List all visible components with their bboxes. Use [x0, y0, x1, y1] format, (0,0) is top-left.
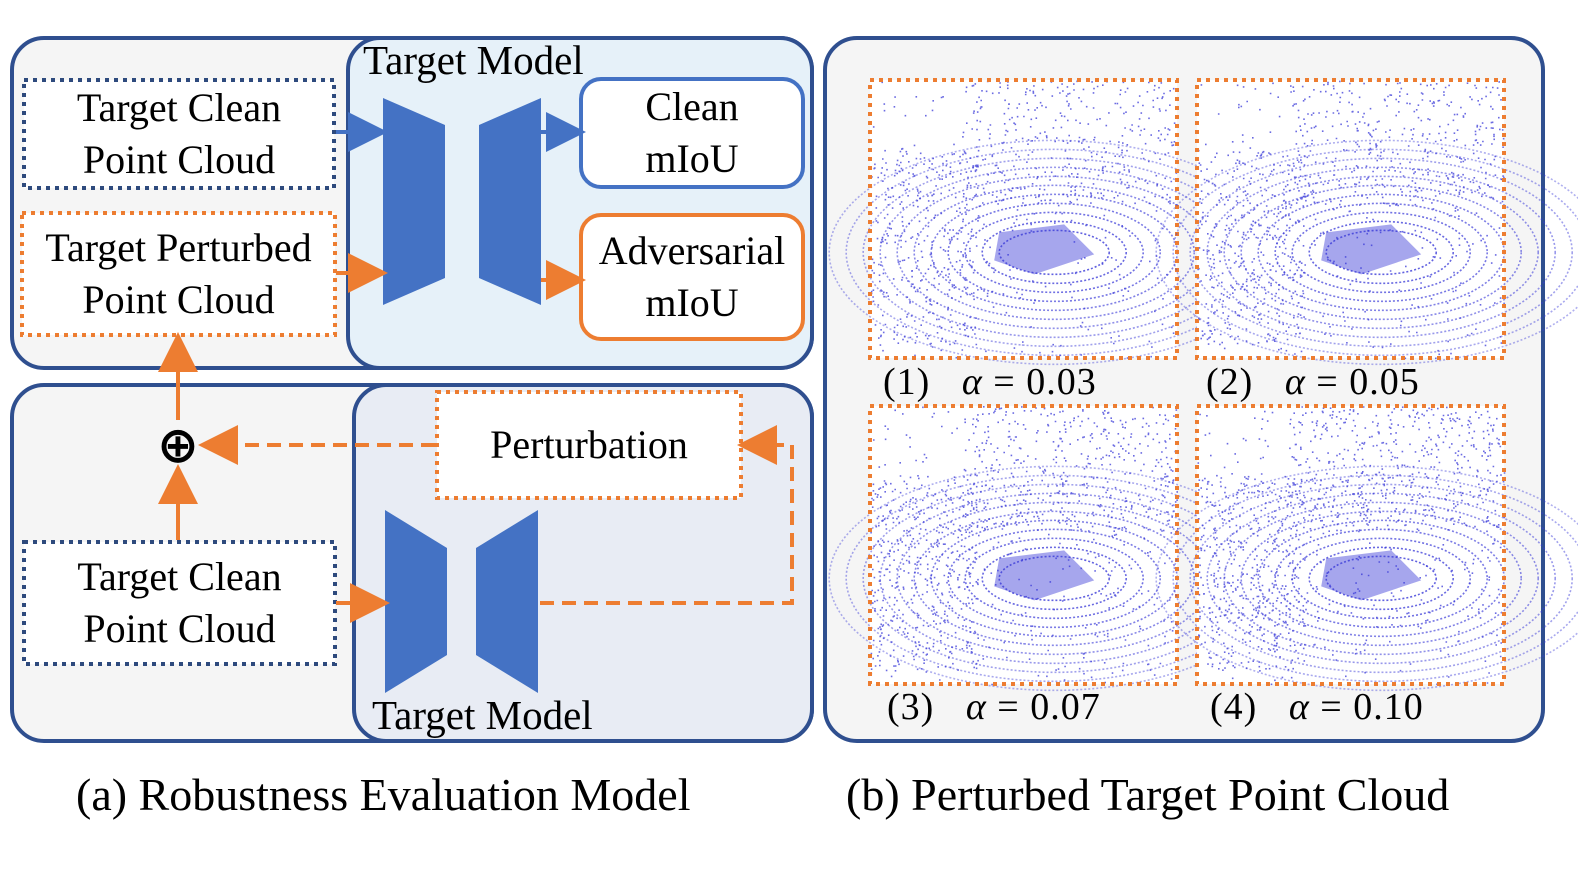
- scan-ring: [1155, 465, 1578, 692]
- bottom-model-label: Target Model: [372, 692, 593, 739]
- clean-miou-label: Clean mIoU: [581, 79, 803, 187]
- scan-ring: [1155, 139, 1578, 366]
- point-cloud-vehicle-cluster: [994, 550, 1095, 601]
- point-cloud-background: [1197, 406, 1504, 684]
- point-cloud-points: [870, 406, 1179, 686]
- alpha-index-3: (3): [887, 686, 935, 728]
- alpha-symbol-2: α: [1284, 361, 1306, 403]
- scan-ring: [1172, 148, 1578, 357]
- point-cloud-frame: [868, 78, 1179, 360]
- add-operator-symbol: ⊕: [157, 415, 199, 474]
- alpha-symbol-4: α: [1288, 686, 1310, 728]
- caption-panel-b: (b) Perturbed Target Point Cloud: [846, 769, 1450, 820]
- scan-ring: [1206, 492, 1556, 665]
- scan-ring: [964, 211, 1144, 294]
- alpha-symbol-3: α: [965, 686, 987, 728]
- alpha-eq-3: =: [997, 686, 1020, 728]
- scan-ring: [1291, 211, 1471, 294]
- alpha-eq-4: =: [1320, 686, 1343, 728]
- caption-panel-a: (a) Robustness Evaluation Model: [76, 769, 691, 820]
- alpha-symbol-1: α: [961, 361, 983, 403]
- top-perturbed-input-line1: Target Perturbed: [45, 225, 312, 270]
- scan-ring: [1325, 555, 1437, 602]
- scan-ring: [998, 229, 1110, 276]
- clean-miou-line1: Clean: [645, 84, 739, 129]
- alpha-value-2: 0.05: [1349, 361, 1420, 403]
- point-cloud-background: [870, 406, 1177, 684]
- alpha-value-1: 0.03: [1026, 361, 1097, 403]
- scan-ring: [1189, 157, 1573, 348]
- scan-ring: [1291, 537, 1471, 620]
- point-cloud-background: [1197, 80, 1504, 358]
- point-cloud-image-2: [1155, 78, 1578, 366]
- scan-ring: [947, 202, 1161, 303]
- perturbation-label: Perturbation: [490, 422, 688, 467]
- alpha-index-2: (2): [1206, 361, 1254, 403]
- scan-ring: [1223, 175, 1539, 330]
- adversarial-miou-label: Adversarial mIoU: [581, 215, 803, 339]
- scan-ring: [947, 528, 1161, 629]
- top-decoder-shape: [479, 98, 541, 305]
- point-cloud-background: [870, 80, 1177, 358]
- point-cloud-frame: [1195, 404, 1506, 686]
- point-cloud-vehicle-cluster: [994, 224, 1095, 275]
- bottom-clean-input-line1: Target Clean: [77, 554, 282, 599]
- bottom-clean-input-box: [22, 540, 337, 666]
- point-cloud-image-3: [828, 404, 1280, 692]
- point-cloud-frame: [868, 404, 1179, 686]
- adversarial-miou-line1: Adversarial: [598, 228, 786, 273]
- scan-ring: [1308, 546, 1454, 611]
- point-cloud-image-4: [1155, 404, 1578, 692]
- alpha-value-4: 0.10: [1353, 686, 1424, 728]
- bottom-clean-input-line2: Point Cloud: [83, 606, 276, 651]
- scan-ring: [1325, 229, 1437, 276]
- scan-ring: [1189, 483, 1573, 674]
- perturbation-box: [435, 390, 743, 500]
- bottom-decoder-shape: [476, 510, 538, 693]
- scan-ring: [1308, 220, 1454, 285]
- top-clean-input-line1: Target Clean: [76, 85, 282, 130]
- bottom-clean-input-label: Target Clean Point Cloud: [24, 542, 335, 664]
- alpha-caption-3: (3) α = 0.07: [887, 685, 1101, 729]
- alpha-index-1: (1): [883, 361, 931, 403]
- top-model-label: Target Model: [363, 37, 584, 84]
- alpha-index-4: (4): [1210, 686, 1258, 728]
- point-cloud-vehicle-cluster: [1321, 224, 1422, 275]
- scan-ring: [913, 510, 1195, 647]
- clean-miou-line2: mIoU: [645, 136, 739, 181]
- scan-ring: [913, 184, 1195, 321]
- scan-ring: [1206, 166, 1556, 339]
- scan-ring: [998, 555, 1110, 602]
- top-perturbed-input-label: Target Perturbed Point Cloud: [22, 213, 335, 335]
- scan-ring: [1274, 202, 1488, 303]
- scan-ring: [1240, 510, 1522, 647]
- alpha-caption-1: (1) α = 0.03: [883, 360, 1097, 404]
- scan-ring: [981, 220, 1127, 285]
- top-clean-input-label: Target Clean Point Cloud: [24, 80, 334, 188]
- scan-ring: [1240, 184, 1522, 321]
- bottom-encoder-shape: [385, 510, 447, 693]
- alpha-eq-2: =: [1316, 361, 1339, 403]
- point-cloud-frame: [1195, 78, 1506, 360]
- alpha-eq-1: =: [993, 361, 1016, 403]
- top-clean-input-line2: Point Cloud: [82, 137, 276, 182]
- alpha-value-3: 0.07: [1030, 686, 1101, 728]
- scan-ring: [1172, 474, 1578, 683]
- alpha-caption-2: (2) α = 0.05: [1206, 360, 1420, 404]
- scan-ring: [964, 537, 1144, 620]
- top-clean-input-box: [22, 78, 336, 190]
- alpha-caption-4: (4) α = 0.10: [1210, 685, 1424, 729]
- adversarial-miou-line2: mIoU: [645, 280, 739, 325]
- top-encoder-shape: [383, 98, 445, 305]
- point-cloud-vehicle-cluster: [1321, 550, 1422, 601]
- top-perturbed-input-line2: Point Cloud: [82, 277, 275, 322]
- top-perturbed-input-box: [20, 211, 337, 337]
- scan-ring: [1274, 528, 1488, 629]
- arrow-model-to-perturbation: [540, 425, 794, 605]
